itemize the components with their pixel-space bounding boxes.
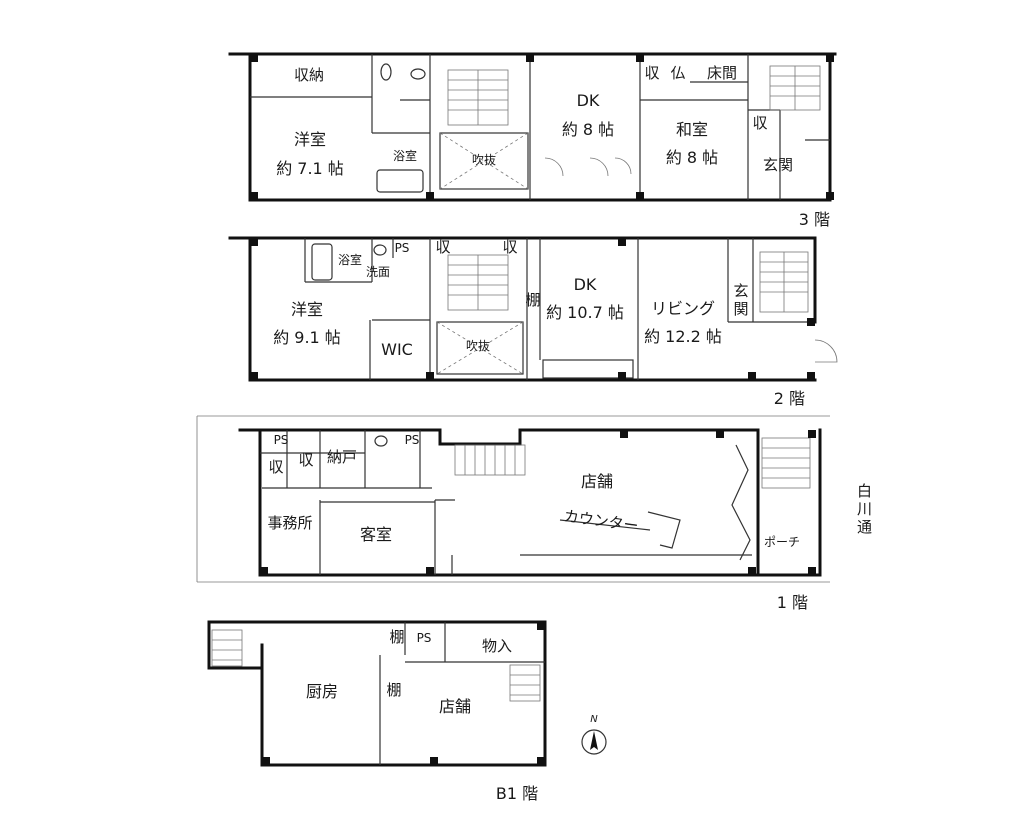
f3-japanese-size: 約 8 帖 bbox=[666, 148, 718, 167]
f2-living-size: 約 12.2 帖 bbox=[644, 327, 722, 346]
f3-closet-b: 収 bbox=[752, 114, 767, 132]
f1-floor-label: 1 階 bbox=[777, 593, 808, 612]
f1-counter: カウンター bbox=[563, 507, 640, 535]
f3-dk-size: 約 8 帖 bbox=[562, 120, 614, 139]
f2-closet-a: 収 bbox=[435, 238, 450, 256]
f2-western-size: 約 9.1 帖 bbox=[273, 328, 341, 347]
f2-living: リビング bbox=[651, 299, 715, 318]
f1-ps-b: PS bbox=[405, 433, 420, 447]
f3-storage-label: 収納 bbox=[294, 66, 324, 84]
b1-shelf-b: 棚 bbox=[386, 681, 401, 699]
f2-closet-b: 収 bbox=[502, 238, 517, 256]
f1-guest-room: 客室 bbox=[360, 525, 392, 544]
f2-entrance-a: 玄 bbox=[733, 282, 748, 300]
f1-closet-b: 収 bbox=[298, 451, 313, 469]
b1-storage: 物入 bbox=[482, 637, 512, 655]
f1-shop: 店舗 bbox=[581, 472, 613, 491]
f3-closet-a: 収 bbox=[644, 64, 659, 82]
f2-western-room: 洋室 bbox=[291, 300, 323, 319]
f2-washroom: 洗面 bbox=[366, 265, 390, 279]
f2-dk-size: 約 10.7 帖 bbox=[546, 303, 624, 322]
f2-wic: WIC bbox=[381, 340, 413, 359]
f3-western-size: 約 7.1 帖 bbox=[276, 159, 344, 178]
f1-office: 事務所 bbox=[267, 514, 312, 532]
f3-tokonoma: 床間 bbox=[707, 64, 737, 82]
f2-floor-label: 2 階 bbox=[774, 389, 805, 408]
f3-butsuma: 仏 bbox=[670, 64, 685, 82]
f1-street-1: 白 bbox=[857, 482, 872, 500]
b1-ps: PS bbox=[417, 631, 432, 645]
f3-japanese-room-label: 和室 bbox=[676, 120, 708, 139]
f3-western-room-label: 洋室 bbox=[294, 130, 326, 149]
b1-shelf-a: 棚 bbox=[389, 628, 404, 646]
f2-dk: DK bbox=[574, 275, 597, 294]
f1-nando: 納戸 bbox=[327, 448, 357, 466]
f3-entrance: 玄関 bbox=[763, 156, 793, 174]
f1-ps-a: PS bbox=[274, 433, 289, 447]
f3-bath-label: 浴室 bbox=[393, 148, 417, 163]
f3-void-label: 吹抜 bbox=[472, 153, 496, 167]
f1-street-3: 通 bbox=[857, 518, 872, 536]
f1-closet-a: 収 bbox=[268, 458, 283, 476]
f1-porch: ポーチ bbox=[764, 535, 800, 549]
floor-1: PS 収 収 納戸 PS 事務所 客室 店舗 カウンター ポーチ 白 川 通 1… bbox=[196, 415, 872, 612]
f2-void: 吹抜 bbox=[466, 339, 490, 353]
f2-shelf: 棚 bbox=[525, 291, 540, 309]
f1-street-2: 川 bbox=[857, 500, 872, 518]
f3-dk-label: DK bbox=[577, 91, 600, 110]
floor-3: 収納 洋室 約 7.1 帖 浴室 吹抜 DK 約 8 帖 収 仏 床間 和室 約… bbox=[228, 52, 837, 229]
f2-ps: PS bbox=[395, 241, 410, 255]
b1-floor-label: B1 階 bbox=[496, 784, 538, 803]
b1-kitchen: 厨房 bbox=[306, 682, 338, 701]
f3-floor-label: 3 階 bbox=[799, 210, 830, 229]
f2-bath: 浴室 bbox=[338, 252, 362, 267]
b1-shop: 店舗 bbox=[439, 697, 471, 716]
f2-entrance-b: 関 bbox=[733, 300, 748, 318]
compass-north-label: N bbox=[590, 714, 598, 725]
floor-2: 浴室 洗面 PS 収 収 洋室 約 9.1 帖 WIC 吹抜 棚 DK 約 10… bbox=[228, 236, 838, 408]
north-arrow-icon: N bbox=[581, 714, 607, 755]
floor-b1: 棚 PS 物入 厨房 棚 店舗 B1 階 bbox=[207, 620, 547, 803]
